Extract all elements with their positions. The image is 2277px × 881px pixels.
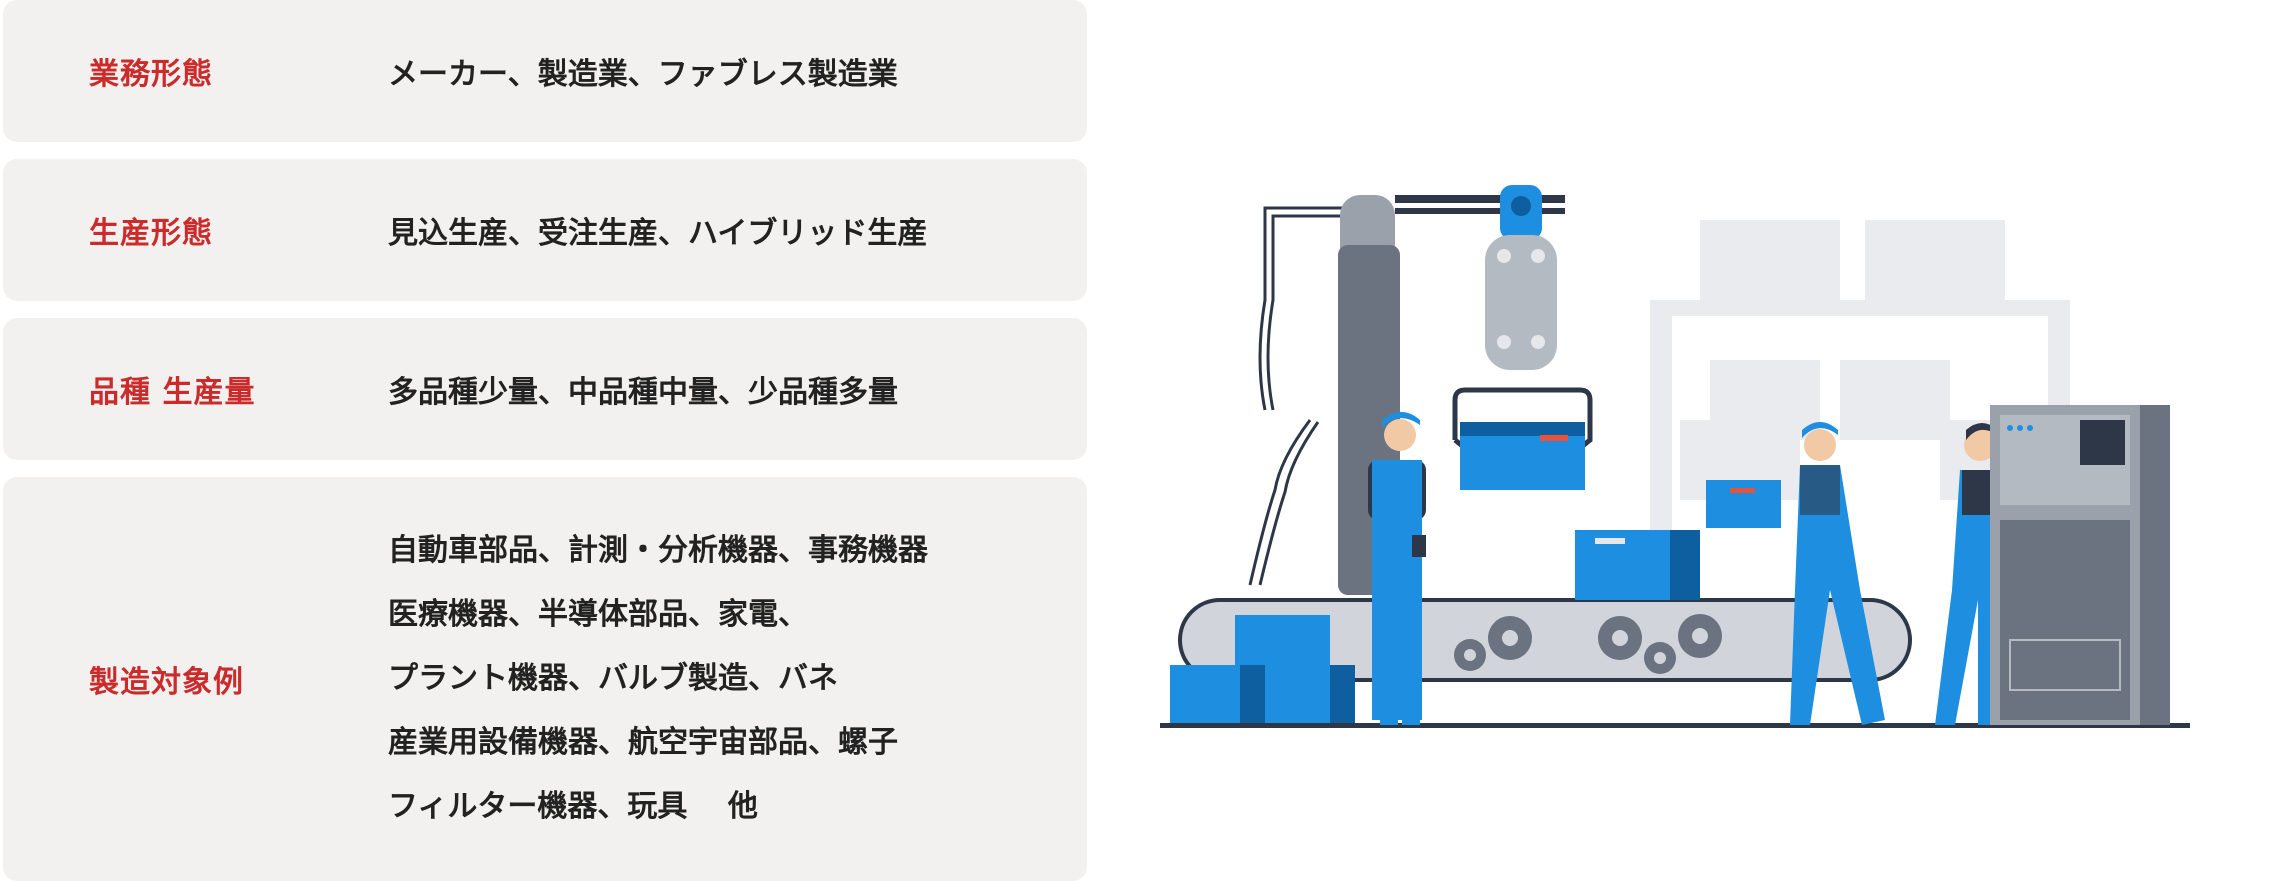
list-item: 産業用設備機器、航空宇宙部品、螺子: [388, 725, 898, 760]
worker-icon: [1368, 412, 1426, 725]
row-value: 見込生産、受注生産、ハイブリッド生産: [388, 216, 928, 251]
manufacturing-info-table: 業務形態 メーカー、製造業、ファブレス製造業 生産形態 見込生産、受注生産、ハイ…: [0, 0, 1090, 881]
row-production-type: 生産形態 見込生産、受注生産、ハイブリッド生産: [3, 159, 1087, 301]
list-item: フィルター機器、玩具 他: [388, 789, 758, 824]
row-product-examples: 製造対象例 自動車部品、計測・分析機器、事務機器 医療機器、半導体部品、家電、 …: [3, 477, 1087, 881]
cardboard-box-icon: [1170, 530, 1700, 723]
row-label: 生産形態: [89, 216, 213, 251]
list-item: 医療機器、半導体部品、家電、: [388, 597, 808, 632]
row-value: メーカー、製造業、ファブレス製造業: [388, 57, 898, 92]
row-label: 製造対象例: [89, 665, 244, 700]
row-value-list: 自動車部品、計測・分析機器、事務機器 医療機器、半導体部品、家電、 プラント機器…: [388, 519, 928, 839]
row-label: 品種 生産量: [89, 375, 256, 410]
list-item: プラント機器、バルブ製造、バネ: [388, 661, 838, 696]
row-business-type: 業務形態 メーカー、製造業、ファブレス製造業: [3, 0, 1087, 142]
factory-production-line-icon: [1140, 160, 2200, 740]
row-label: 業務形態: [89, 57, 213, 92]
list-item: 自動車部品、計測・分析機器、事務機器: [388, 533, 928, 568]
row-value: 多品種少量、中品種中量、少品種多量: [388, 375, 898, 410]
conveyor-belt-icon: [1160, 598, 2190, 728]
worker-icon: [1706, 422, 1885, 725]
row-variety-volume: 品種 生産量 多品種少量、中品種中量、少品種多量: [3, 318, 1087, 460]
robot-arm-icon: [1248, 185, 1593, 595]
control-panel-icon: [1990, 405, 2170, 725]
